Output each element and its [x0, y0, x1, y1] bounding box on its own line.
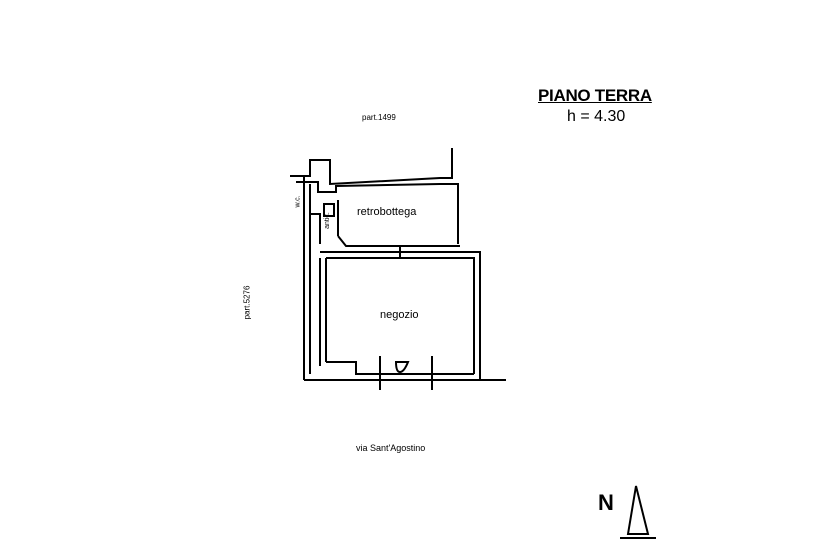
- street-label: via Sant'Agostino: [356, 443, 426, 453]
- plan-title: PIANO TERRA: [538, 86, 652, 105]
- rear-wall: [290, 148, 453, 186]
- door-symbol: [394, 361, 410, 374]
- rear-wall-inner: [296, 181, 459, 244]
- wc-fixture: [323, 203, 335, 217]
- ceiling-height: h = 4.30: [567, 108, 626, 125]
- partition-wall: [320, 251, 481, 380]
- room-label-retrobottega: retrobottega: [357, 206, 417, 218]
- wc-partition: [310, 213, 321, 244]
- retrobottega-wall: [337, 235, 460, 247]
- north-label: N: [598, 490, 614, 515]
- parcel-label-top: part.1499: [362, 113, 396, 122]
- partition-wall-inner: [326, 257, 475, 374]
- north-arrow: [626, 485, 650, 535]
- room-label-negozio: negozio: [380, 309, 419, 321]
- room-label-antic: antic.: [323, 212, 331, 229]
- room-label-wc: w.c.: [294, 195, 302, 208]
- front-facade-inner: [326, 361, 474, 375]
